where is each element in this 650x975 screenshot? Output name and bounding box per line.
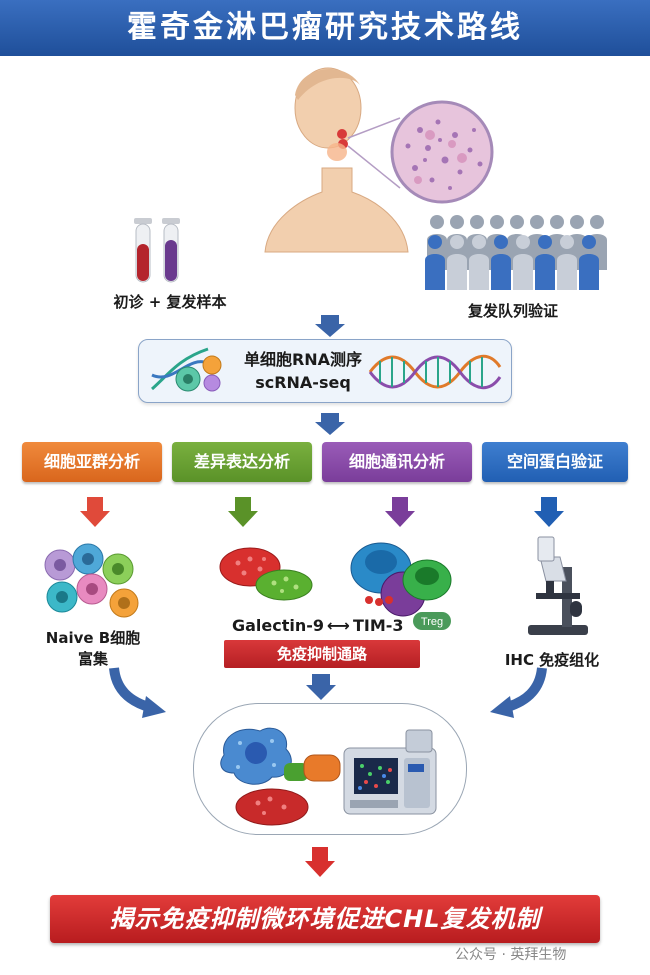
person-body [425,254,445,290]
patient-neck-illustration [264,67,494,253]
method-cell-communication-button[interactable]: 细胞通讯分析 [322,442,472,482]
person-icon [472,235,486,249]
arrow-down-icon [315,413,345,435]
watermark: 公众号 · 英拜生物 [455,947,567,963]
cell-interaction-icon [220,727,341,826]
person-icon [428,235,442,249]
dna-strand-icon [368,354,502,390]
galectin-label: Galectin-9 [232,616,325,635]
cohort-label: 复发队列验证 [467,302,558,320]
scrna-title-cn: 单细胞RNA测序 [243,350,363,369]
arrow-curved-right-icon [490,667,547,718]
treg-label: Treg [421,616,443,628]
person-icon [510,215,524,229]
person-body [535,254,555,290]
person-icon [538,235,552,249]
person-body [513,254,533,290]
test-tubes-icon [134,218,180,283]
tim3-treg-cells-icon: Treg [350,542,452,630]
arrow-down-icon [306,674,336,700]
person-icon [516,235,530,249]
histology-section-icon [390,100,494,204]
person-body [491,254,511,290]
conclusion-banner [50,895,600,943]
naive-b-cells-icon [44,543,139,618]
imaging-analyzer-icon [343,729,437,815]
person-icon [470,215,484,229]
method-cell-subset-button[interactable]: 细胞亚群分析 [22,442,162,482]
arrow-curved-left-icon [109,667,166,718]
arrow-down-red-icon [305,847,335,877]
person-icon [450,235,464,249]
person-icon [582,235,596,249]
lymph-node-icon [337,129,347,139]
scrna-title-en: scRNA-seq [255,373,351,392]
person-icon [490,215,504,229]
method-spatial-protein-button[interactable]: 空间蛋白验证 [482,442,628,482]
tim3-label: TIM-3 [352,616,404,635]
person-icon [550,215,564,229]
microscope-icon [528,536,588,635]
person-body [557,254,577,290]
person-icon [570,215,584,229]
immune-suppression-banner: 免疫抑制通路 [224,640,420,668]
interaction-arrow-icon: ⟷ [327,616,350,635]
arrow-down-green-icon [228,497,258,527]
person-icon [590,215,604,229]
person-icon [430,215,444,229]
conclusion-text: 揭示免疫抑制微环境促进CHL复发机制 [109,905,541,933]
arrow-down-purple-icon [385,497,415,527]
arrow-down-blue-icon [534,497,564,527]
patient-cohort-icon [425,215,607,290]
arrow-down-orange-icon [80,497,110,527]
dna-helix-icon [151,347,222,392]
person-body [447,254,467,290]
person-body [579,254,599,290]
person-icon [560,235,574,249]
galectin-cells-icon [219,547,313,601]
header-bar [0,0,650,56]
naive-b-label-line2: 富集 [77,650,108,668]
person-icon [450,215,464,229]
person-icon [530,215,544,229]
method-differential-expression-button[interactable]: 差异表达分析 [172,442,312,482]
person-body [469,254,489,290]
person-icon [494,235,508,249]
ihc-label: IHC 免疫组化 [504,651,600,669]
arrow-down-icon [315,315,345,337]
samples-label: 初诊 + 复发样本 [113,293,227,311]
interaction-label: Galectin-9⟷TIM-3 [232,616,404,635]
naive-b-label-line1: Naive B细胞 [45,629,141,647]
page-title: 霍奇金淋巴瘤研究技术路线 [127,10,523,45]
